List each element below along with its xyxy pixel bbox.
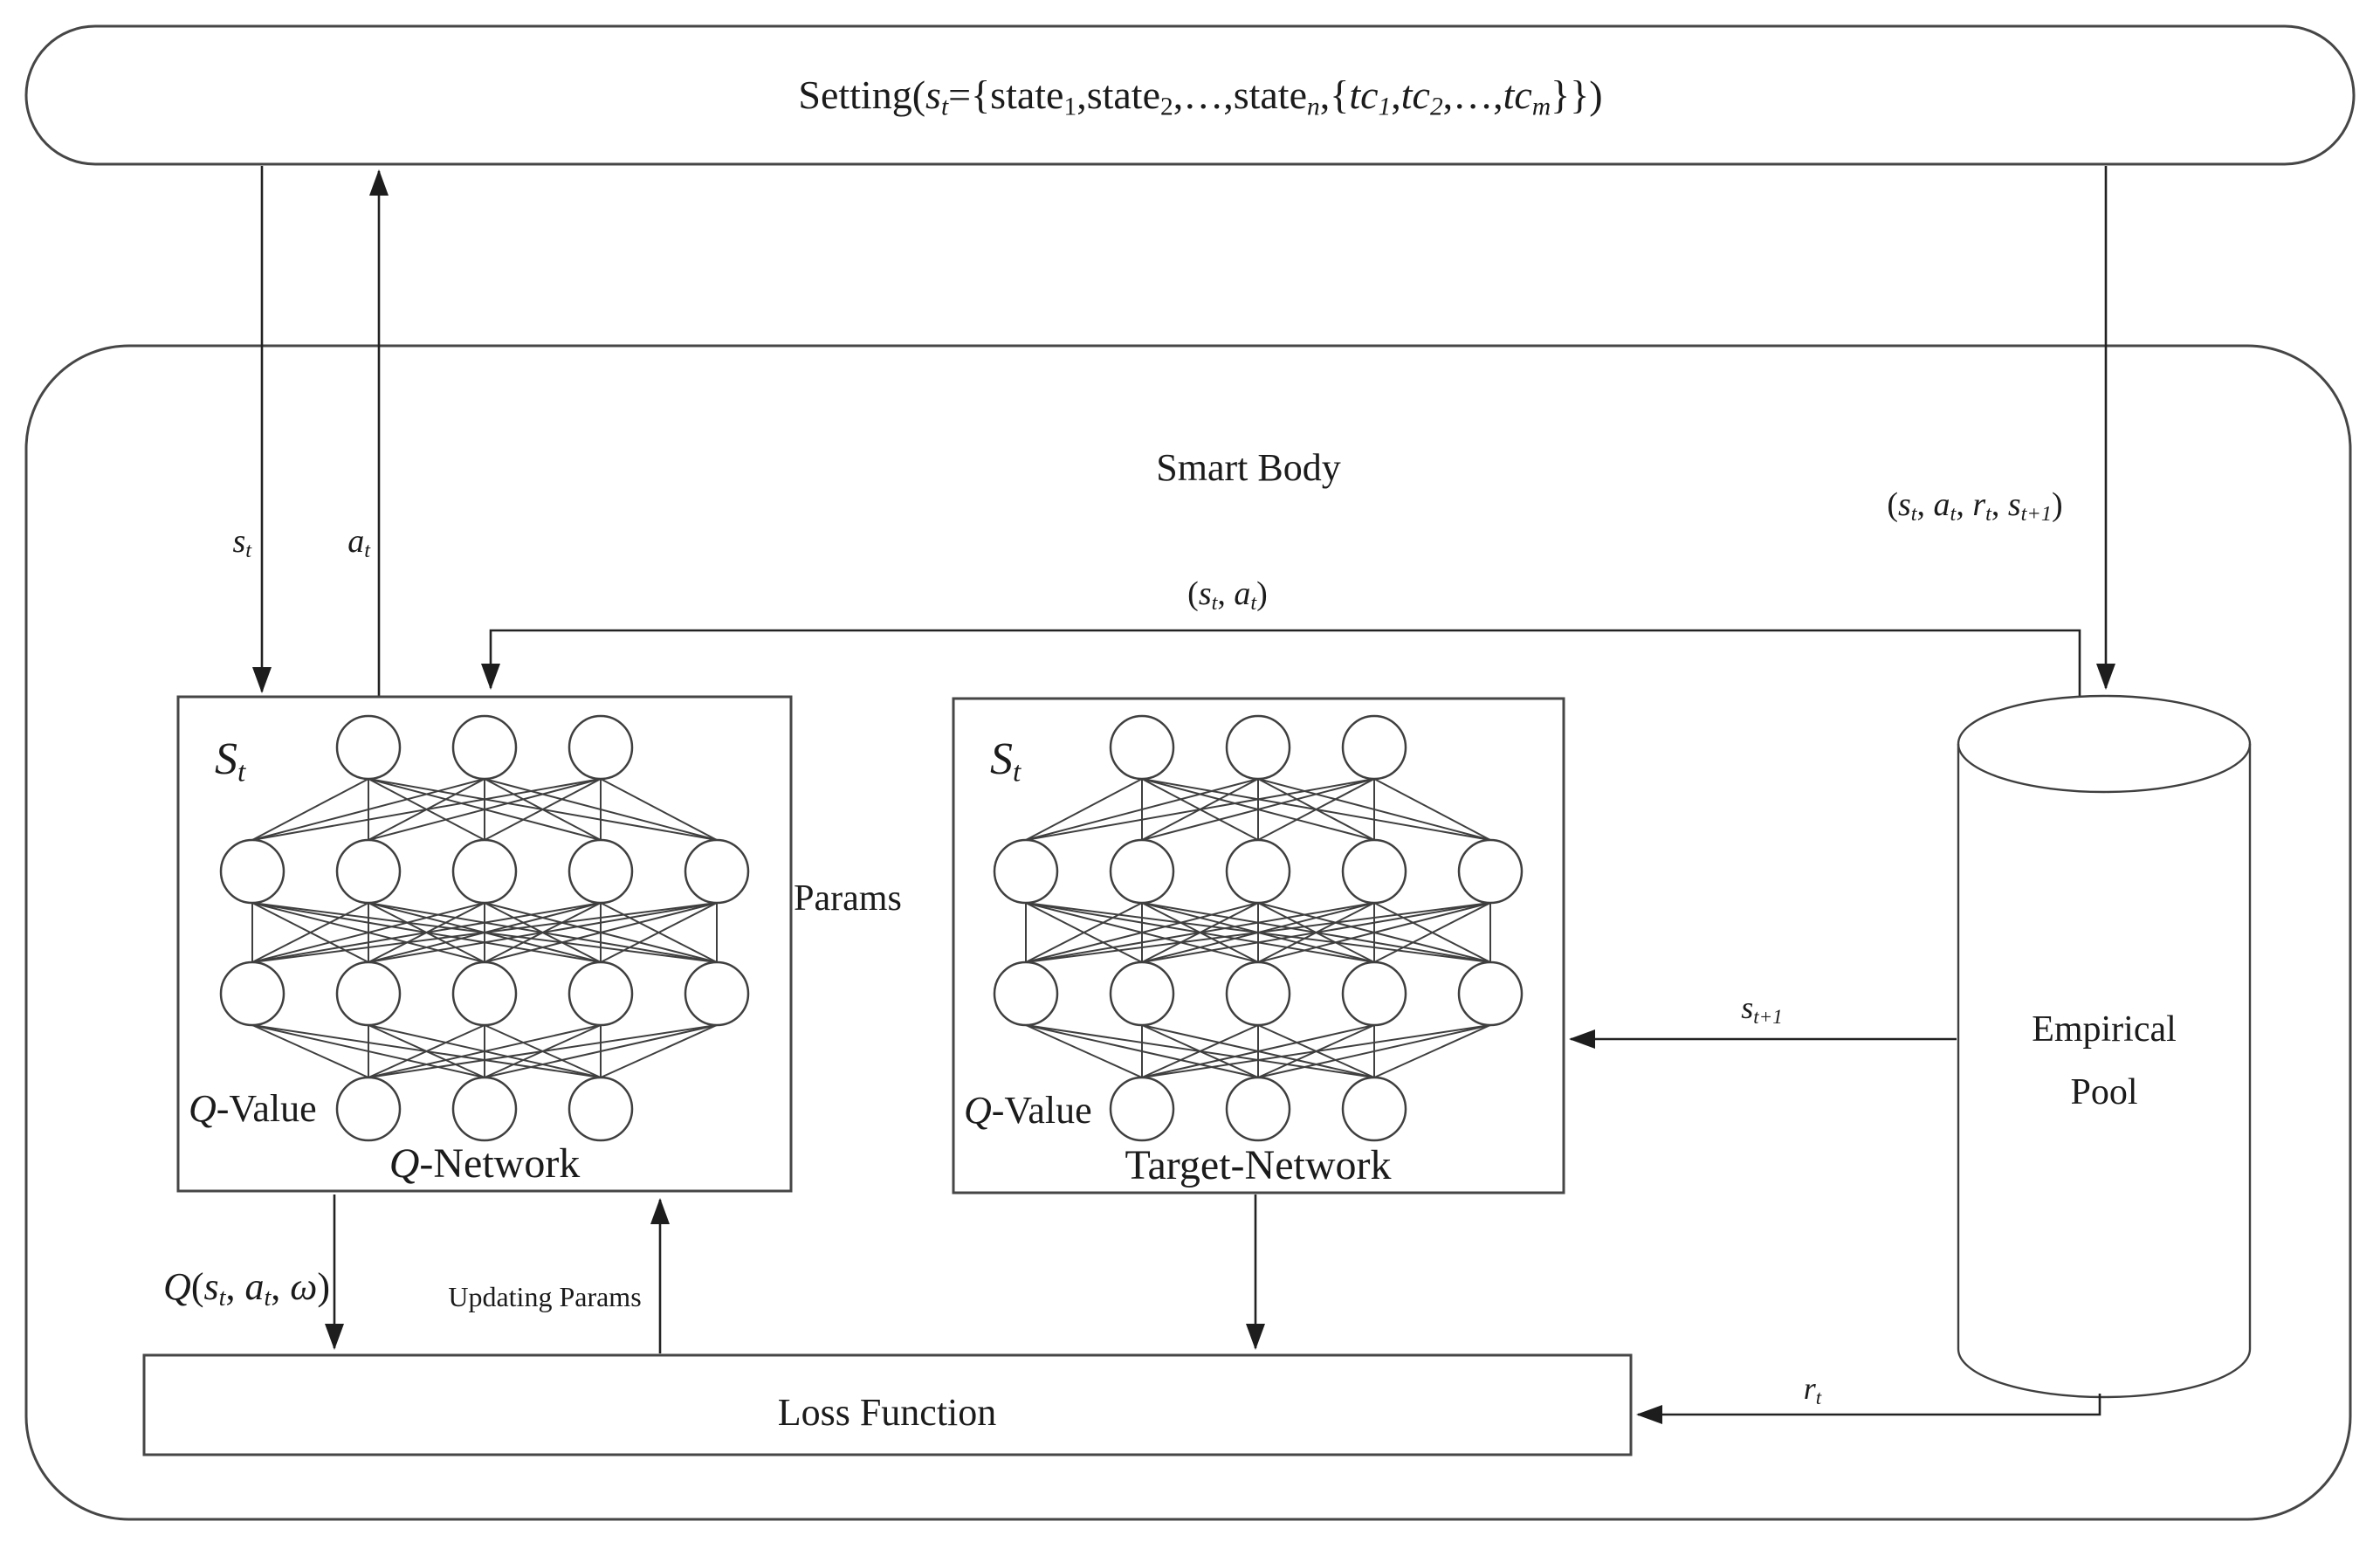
neuron-node [1341,838,1407,905]
neuron-node [451,838,518,905]
rt-arrow [1636,1394,2101,1424]
empirical-pool-cylinder: Empirical Pool [1957,694,2252,1399]
q-network-qvalue-label: Q-Value [189,1087,317,1130]
neuron-node [684,838,750,905]
neuron-node [567,960,634,1027]
neuron-node [335,714,402,781]
q-network-neural-net [219,714,750,1142]
neuron-node [684,960,750,1027]
neuron-node [335,1076,402,1142]
target-network-neural-net [993,714,1524,1142]
neuron-node [1457,960,1524,1027]
neuron-node [1109,838,1175,905]
neuron-node [567,1076,634,1142]
neuron-node [451,960,518,1027]
q-network-state-label: St [215,734,246,788]
loss-function-box [142,1353,1633,1456]
neuron-node [1457,838,1524,905]
neuron-node [1225,838,1291,905]
setting-title: Setting(st={state1,state2,…,staten,{tc1,… [798,72,1602,120]
st-at-arrow [481,629,2081,698]
neuron-node [993,960,1059,1027]
at-arrow-label: at [347,523,371,562]
neuron-node [1109,1076,1175,1142]
empirical-pool-label-line2: Pool [2070,1072,2137,1112]
neuron-node [1341,714,1407,781]
neuron-node [219,838,285,905]
neuron-node [993,838,1059,905]
q-network-name-label: Q-Network [389,1140,581,1187]
setting-environment-pill [24,24,2356,166]
neuron-node [335,838,402,905]
empirical-pool-label-line1: Empirical [2032,1009,2177,1050]
neuron-node [1109,960,1175,1027]
neuron-node [1225,714,1291,781]
neuron-node [451,1076,518,1142]
neuron-node [567,838,634,905]
st-at-arrow-label: (st, at) [1187,575,1268,615]
st-arrow-label: st [232,523,252,562]
neuron-node [335,960,402,1027]
target-network-name-label: Target-Network [1125,1142,1392,1188]
target-network-state-label: St [990,734,1021,788]
neuron-node [1341,1076,1407,1142]
experience-arrow-label: (st, at, rt, st+1) [1887,486,2062,526]
neuron-node [567,714,634,781]
neuron-node [1225,960,1291,1027]
neuron-node [1341,960,1407,1027]
neuron-node [219,960,285,1027]
neuron-node [1109,714,1175,781]
target-network-qvalue-label: Q-Value [964,1089,1092,1132]
q-output-arrow-label: Q(st, at, ω) [163,1265,330,1312]
loss-function-label: Loss Function [778,1391,997,1434]
neuron-node [451,714,518,781]
rt-arrow-label: rt [1804,1371,1822,1408]
smart-body-label: Smart Body [1156,446,1340,489]
st1-arrow-label: st+1 [1741,990,1782,1028]
neuron-node [1225,1076,1291,1142]
params-label: Params [794,878,902,919]
updating-params-label: Updating Params [448,1281,641,1312]
